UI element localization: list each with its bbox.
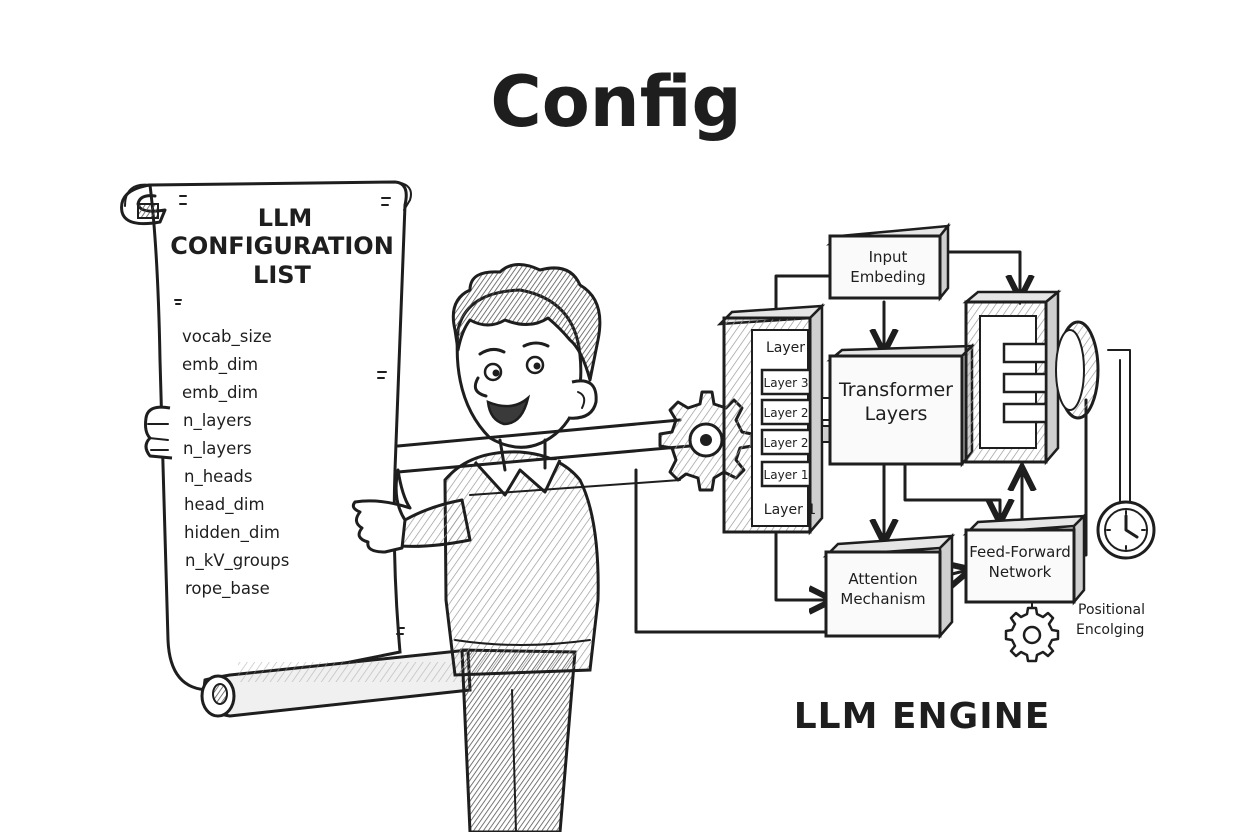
attention-line-2: Mechanism <box>840 590 925 608</box>
config-item: emb_dim <box>182 355 258 375</box>
page-title: Config <box>490 61 741 143</box>
input-embedding-line-1: Input <box>869 248 908 266</box>
layer-item: Layer 2 <box>764 436 809 450</box>
scroll-heading-line-2: CONFIGURATION <box>170 232 394 260</box>
small-gear-icon <box>1004 606 1060 663</box>
config-item: hidden_dim <box>184 523 280 543</box>
layer-stack-footer: Layer 1 <box>764 502 816 518</box>
layer-stack-block: Layer Layer 3 Layer 2 Layer 2 Layer 1 La… <box>716 302 835 536</box>
config-item: n_kV_groups <box>185 551 289 571</box>
attention-mechanism-block: Attention Mechanism <box>822 532 956 640</box>
scroll-heading-line-1: LLM <box>258 204 312 232</box>
feed-forward-line-2: Network <box>989 563 1052 581</box>
attention-line-1: Attention <box>848 570 917 588</box>
config-item: n_heads <box>184 467 253 487</box>
layer-stack-header: Layer <box>766 340 805 356</box>
config-item: n_layers <box>183 411 252 431</box>
engine-connectors <box>396 250 1131 634</box>
config-item: vocab_size <box>182 327 272 347</box>
config-item: n_layers <box>183 439 252 459</box>
input-embedding-line-2: Embeding <box>850 268 926 286</box>
config-item: head_dim <box>184 495 265 515</box>
feed-forward-block: Feed-Forward Network <box>962 512 1088 606</box>
feed-forward-line-1: Feed-Forward <box>969 543 1071 561</box>
positional-line-2: Encolging <box>1076 622 1144 638</box>
left-hand-icon <box>144 405 173 460</box>
configuration-scroll: LLM CONFIGURATION LIST vocab_size emb_di… <box>120 180 472 718</box>
layer-item: Layer 1 <box>764 468 809 482</box>
positional-line-1: Positional <box>1078 602 1145 618</box>
config-item: rope_base <box>185 579 270 599</box>
clock-icon <box>1096 500 1156 560</box>
config-item: emb_dim <box>182 383 258 403</box>
transformer-line-1: Transformer <box>838 379 953 401</box>
transformer-layers-block: Transformer Layers <box>826 342 976 468</box>
output-stack-block <box>962 289 1100 466</box>
transformer-line-2: Layers <box>865 403 928 425</box>
scroll-heading-line-3: LIST <box>253 261 312 289</box>
person-illustration <box>351 263 602 832</box>
engine-label: LLM ENGINE <box>794 696 1051 737</box>
input-embedding-block: Input Embeding <box>826 222 951 302</box>
layer-item: Layer 2 <box>764 406 809 420</box>
layer-item: Layer 3 <box>764 376 809 390</box>
